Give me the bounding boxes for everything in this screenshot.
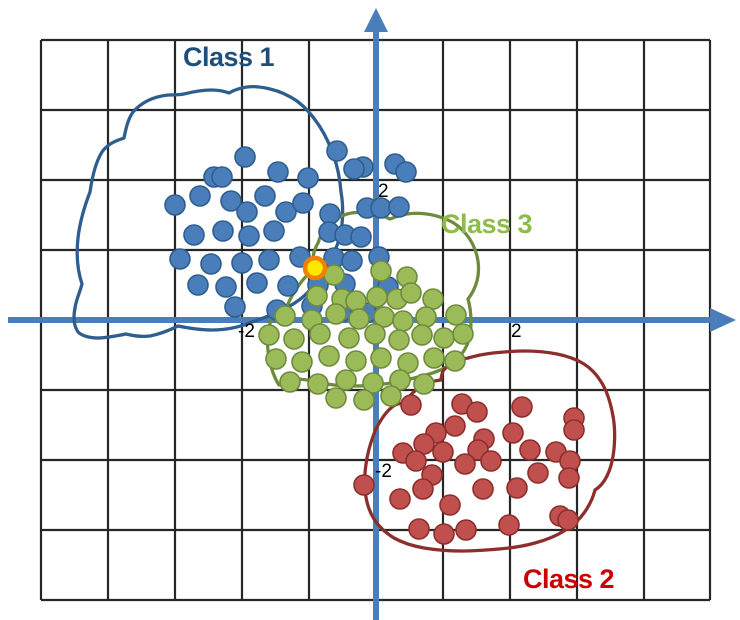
class1-label: Class 1 bbox=[183, 42, 275, 72]
y-axis-arrow bbox=[364, 8, 388, 32]
x-axis-tick-minus-2: -2 bbox=[238, 321, 255, 342]
x-axis-arrow bbox=[710, 308, 736, 332]
x-axis-tick-2: 2 bbox=[511, 321, 522, 342]
class2-label: Class 2 bbox=[523, 564, 615, 594]
class3-points bbox=[258, 260, 474, 411]
class2-points bbox=[353, 393, 585, 545]
y-axis-tick-2: 2 bbox=[378, 181, 389, 202]
y-axis-tick-minus-2: -2 bbox=[375, 461, 392, 482]
query-point-marker bbox=[302, 255, 328, 281]
class3-label: Class 3 bbox=[441, 209, 533, 239]
